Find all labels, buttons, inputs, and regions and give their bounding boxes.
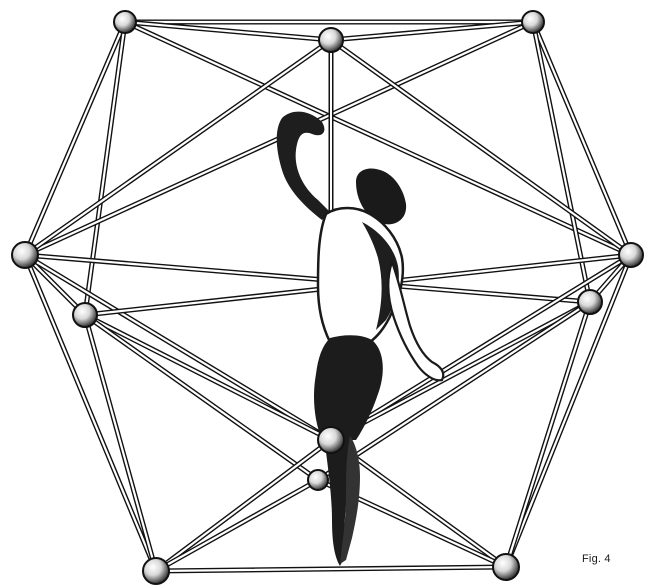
rod-highlight-ir-ml — [25, 255, 590, 302]
rod-highlight-c-il — [85, 315, 331, 440]
rod-highlight-bl-c — [156, 440, 331, 571]
rod-highlight-cb-il — [85, 315, 318, 480]
joint-ball-tr — [522, 11, 544, 33]
joint-ball-c — [318, 427, 344, 453]
joint-ball-ml — [12, 242, 38, 268]
rod-highlight-bl-cb — [156, 480, 318, 571]
rod-highlight-bl-il — [85, 315, 156, 571]
rod-highlight-bl-ml — [25, 255, 156, 571]
joint-ball-mr — [619, 243, 643, 267]
joint-ball-br — [493, 554, 519, 580]
joint-ball-bl — [143, 558, 169, 584]
joint-ball-il — [73, 303, 97, 327]
joint-ball-cb — [308, 470, 328, 490]
figure-caption: Fig. 4 — [582, 553, 611, 565]
figure-hips — [314, 335, 383, 440]
rod-highlight-c-ml — [25, 255, 331, 440]
joint-ball-tc — [319, 28, 343, 52]
figure-raised-arm — [277, 112, 330, 220]
joint-ball-ir — [578, 290, 602, 314]
joint-ball-tl — [114, 11, 136, 33]
